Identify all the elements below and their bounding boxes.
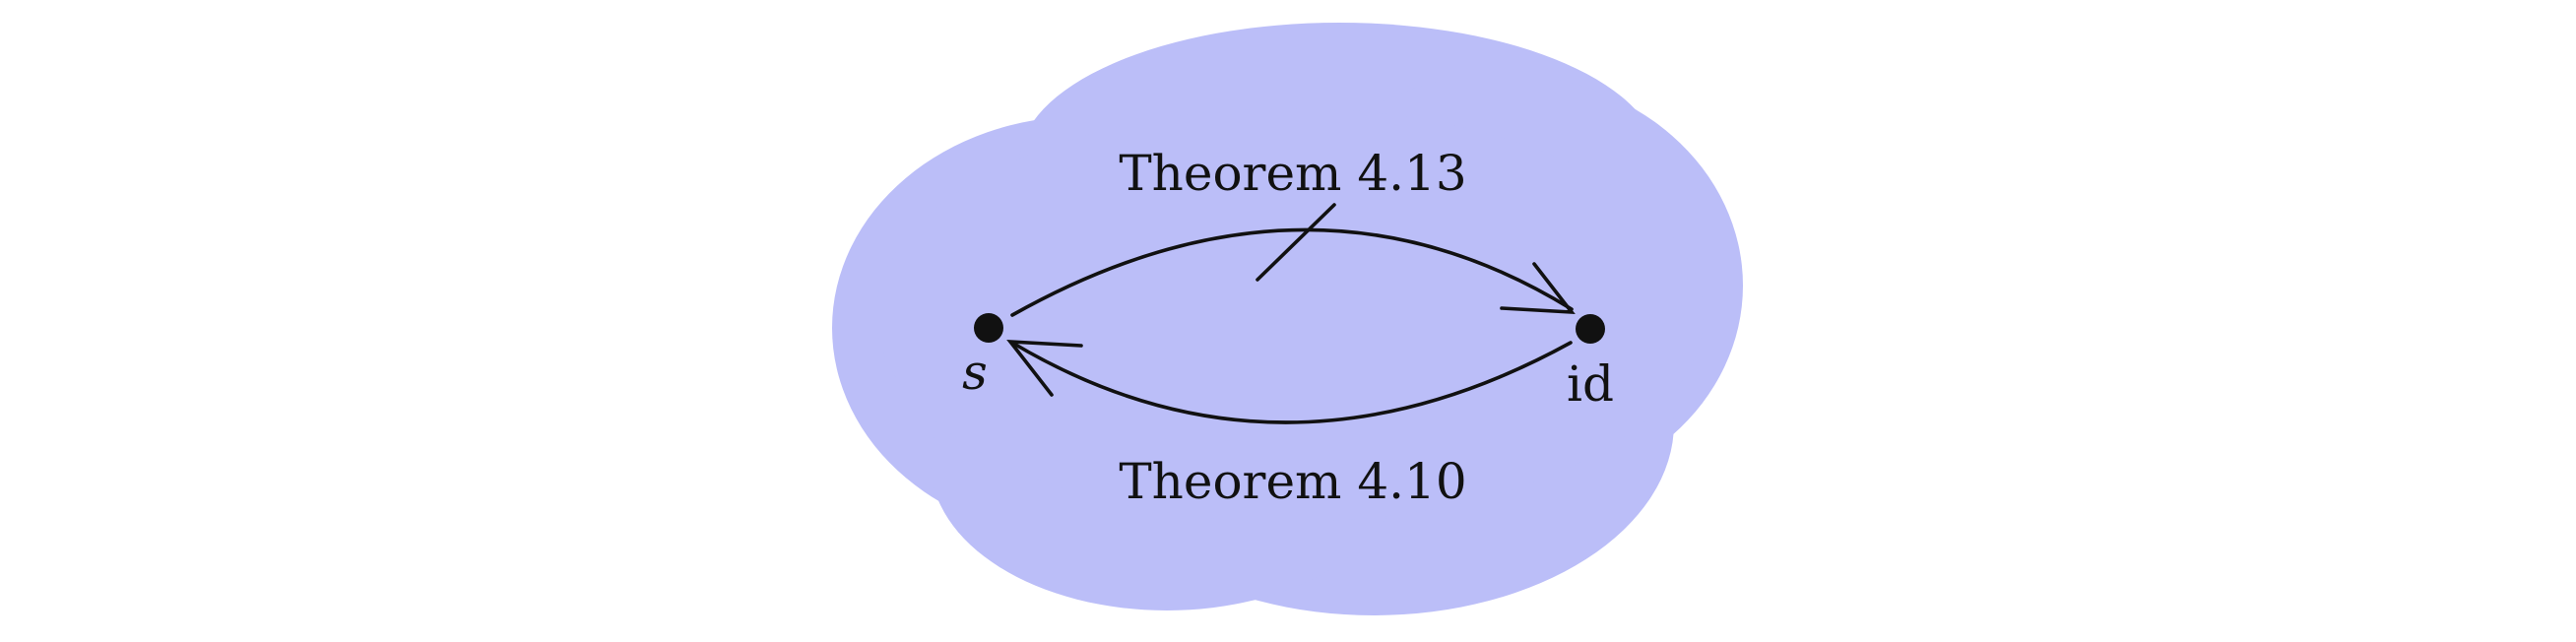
edge-top-label: Theorem 4.13 [1119, 145, 1466, 202]
node-label-s: s [962, 344, 988, 401]
node-dot-s [974, 313, 1003, 343]
edge-top-strike [1256, 203, 1336, 282]
cloud-region [832, 23, 1743, 615]
node-label-id: id [1567, 355, 1614, 413]
node-dot-id [1576, 314, 1605, 344]
edge-bottom-curve [1010, 341, 1573, 424]
edge-bottom [1006, 339, 1573, 424]
edge-bottom-label: Theorem 4.10 [1119, 453, 1466, 510]
cloud-lobe-center [876, 108, 1704, 522]
edge-top-curve [1010, 227, 1574, 317]
edge-bottom-arrowhead [1006, 339, 1083, 397]
edge-top [1010, 203, 1576, 317]
edge-top-arrowhead [1500, 262, 1576, 315]
